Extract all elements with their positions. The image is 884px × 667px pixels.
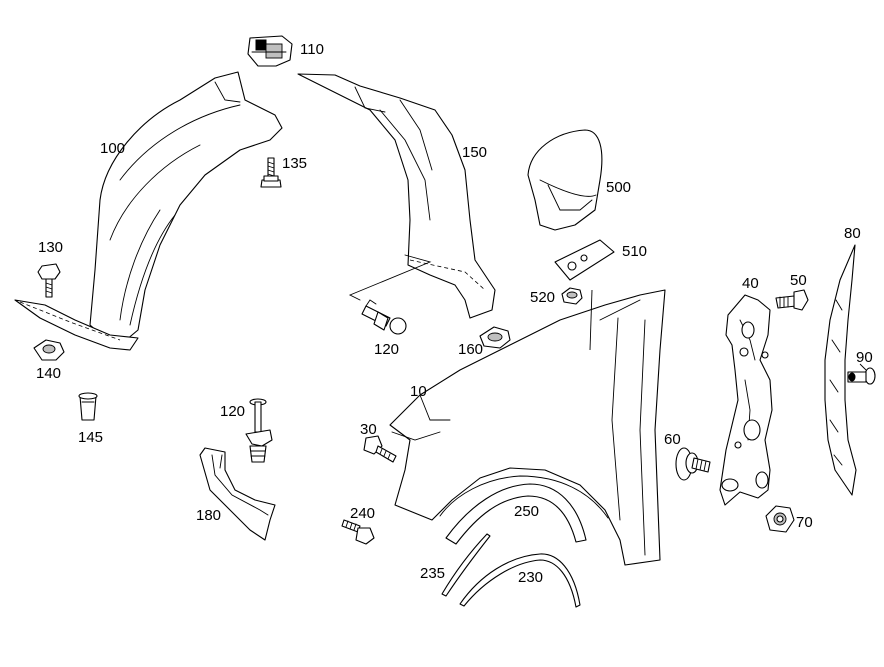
label-40: 40 xyxy=(742,275,759,292)
label-100: 100 xyxy=(100,140,125,157)
part-235-strip[interactable] xyxy=(441,533,491,597)
label-60: 60 xyxy=(664,431,681,448)
part-135-bolt[interactable] xyxy=(260,157,282,188)
label-140: 140 xyxy=(36,365,61,382)
label-150: 150 xyxy=(462,144,487,161)
part-140-nut[interactable] xyxy=(33,339,65,361)
label-70: 70 xyxy=(796,514,813,531)
label-145: 145 xyxy=(78,429,103,446)
part-145-spacer[interactable] xyxy=(78,392,98,421)
part-510-pad[interactable] xyxy=(554,239,615,281)
label-135: 135 xyxy=(282,155,307,172)
label-520: 520 xyxy=(530,289,555,306)
part-60-bolt[interactable] xyxy=(675,447,711,481)
part-240-bolt[interactable] xyxy=(341,519,375,545)
label-130: 130 xyxy=(38,239,63,256)
part-110-clip[interactable] xyxy=(247,35,293,67)
label-250: 250 xyxy=(514,503,539,520)
label-120-lower: 120 xyxy=(220,403,245,420)
leader-90 xyxy=(859,363,867,371)
label-240: 240 xyxy=(350,505,375,522)
part-160-nut[interactable] xyxy=(479,326,511,349)
part-180-mud-flap[interactable] xyxy=(199,447,276,541)
label-180: 180 xyxy=(196,507,221,524)
part-50-bolt[interactable] xyxy=(775,289,809,311)
label-235: 235 xyxy=(420,565,445,582)
label-30: 30 xyxy=(360,421,377,438)
part-250-moulding[interactable] xyxy=(445,483,587,545)
part-130-bolt[interactable] xyxy=(37,263,61,298)
part-120-push-rivet-lower[interactable] xyxy=(245,398,273,463)
label-50: 50 xyxy=(790,272,807,289)
part-520-nut[interactable] xyxy=(561,287,583,305)
part-80-trim-strip[interactable] xyxy=(824,244,857,496)
part-90-clip[interactable] xyxy=(847,367,876,385)
part-40-bracket[interactable] xyxy=(719,294,773,506)
label-110: 110 xyxy=(300,41,324,58)
label-90: 90 xyxy=(856,349,873,366)
part-30-bolt[interactable] xyxy=(363,435,397,463)
part-120-push-rivet[interactable] xyxy=(361,299,407,335)
part-230-moulding[interactable] xyxy=(459,553,581,608)
label-120-upper: 120 xyxy=(374,341,399,358)
part-150-wheel-arch-liner[interactable] xyxy=(297,73,496,319)
label-230: 230 xyxy=(518,569,543,586)
part-10-fender[interactable] xyxy=(389,289,666,566)
part-500-cap[interactable] xyxy=(527,129,603,231)
label-500: 500 xyxy=(606,179,631,196)
part-100-wheel-arch-liner[interactable] xyxy=(14,71,283,351)
label-80: 80 xyxy=(844,225,861,242)
part-70-nut[interactable] xyxy=(765,505,795,533)
label-160: 160 xyxy=(458,341,483,358)
label-510: 510 xyxy=(622,243,647,260)
label-10: 10 xyxy=(410,383,427,400)
